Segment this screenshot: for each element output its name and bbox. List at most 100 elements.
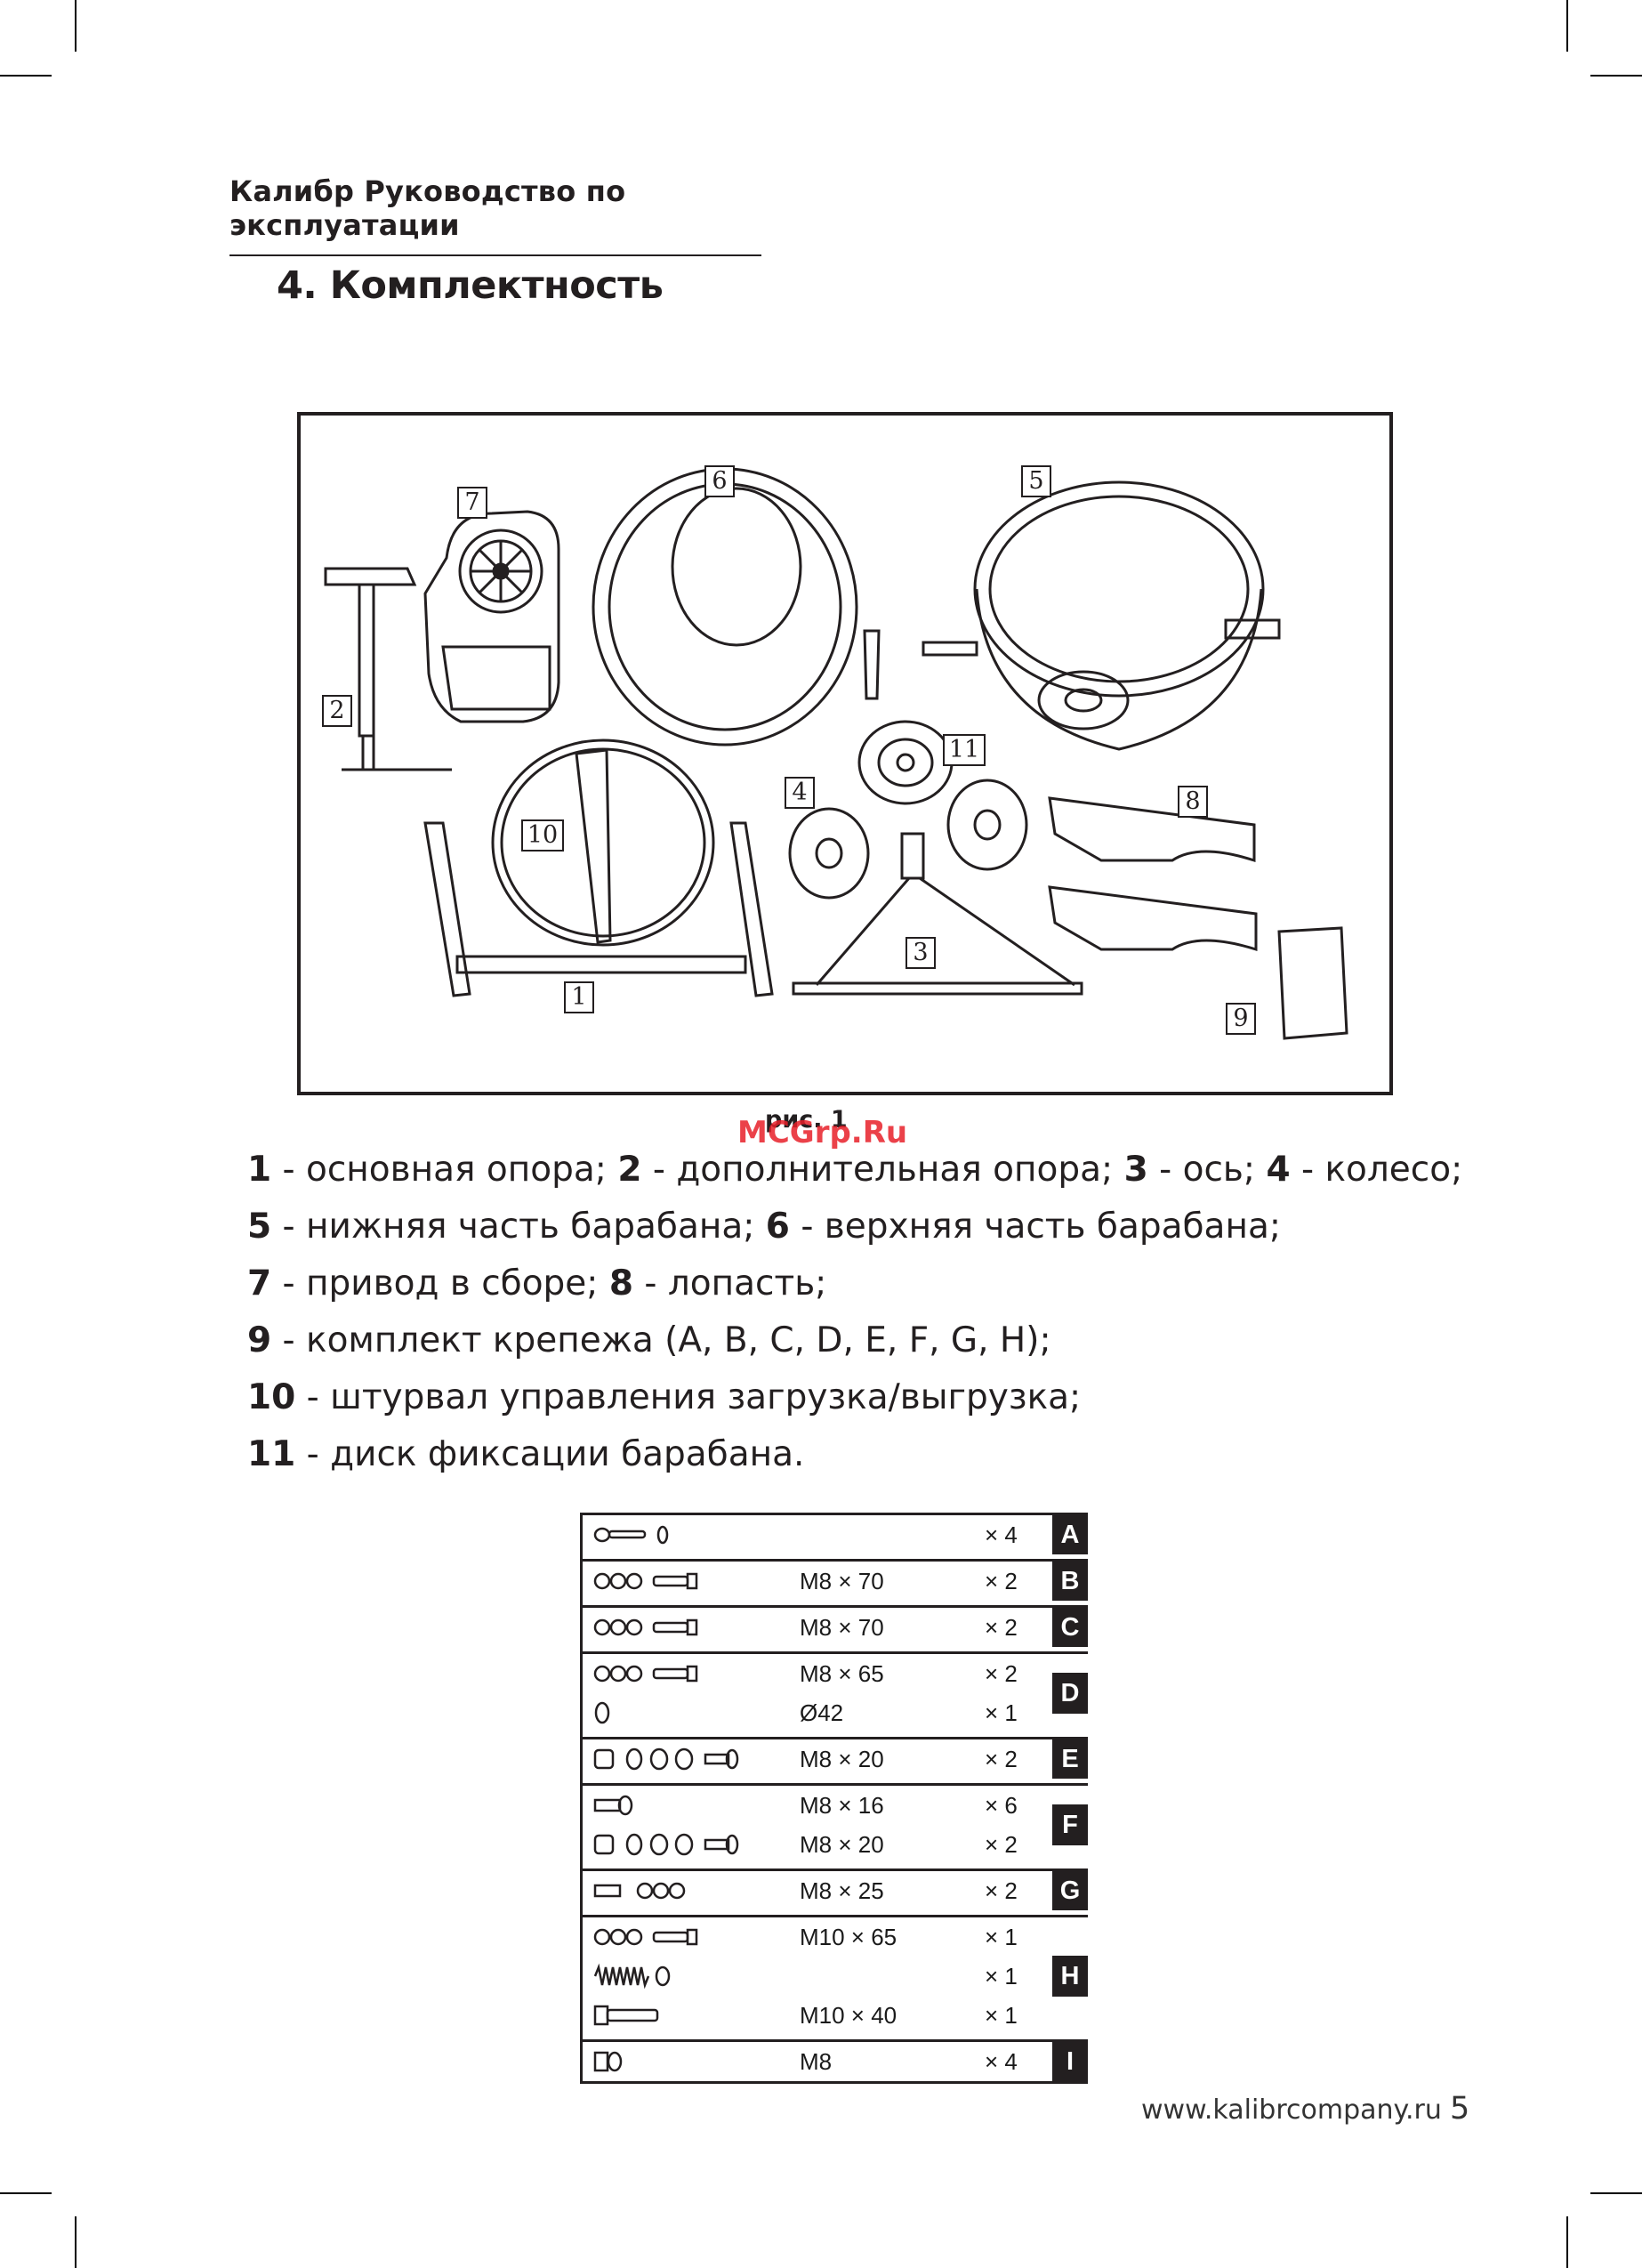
hardware-set-letter: H <box>1052 1956 1088 1997</box>
hardware-row: M8 × 70 × 2 C <box>583 1605 1088 1647</box>
legend-part-number: 7 <box>247 1263 272 1303</box>
legend-part-number: 4 <box>1266 1150 1291 1190</box>
blade-drawing <box>1048 796 1258 952</box>
nut-icon <box>583 2047 800 2076</box>
legend-line: 5 - нижняя часть барабана; 6 - верхняя ч… <box>247 1199 1404 1255</box>
hardware-size: M8 × 65 <box>800 1659 884 1687</box>
hardware-item: M8 × 4 <box>583 2042 1052 2081</box>
callout-11: 11 <box>943 734 986 766</box>
hardware-quantity: × 1 <box>985 2001 1018 2029</box>
legend-line: 10 - штурвал управления загрузка/выгрузк… <box>247 1369 1404 1426</box>
crop-mark <box>1566 2216 1568 2268</box>
crop-mark <box>1590 2192 1642 2194</box>
legend-part-number: 11 <box>247 1434 296 1474</box>
screw-nut-washers-icon <box>583 1745 800 1773</box>
hardware-set-letter: D <box>1052 1673 1088 1714</box>
main-support-drawing <box>423 821 774 997</box>
hardware-size: M8 × 70 <box>800 1567 884 1594</box>
hardware-size: M8 × 70 <box>800 1613 884 1641</box>
hardware-item: M10 × 40× 1 <box>583 1996 1052 2035</box>
hardware-set-letter: I <box>1052 2042 1088 2081</box>
hardware-quantity: × 2 <box>985 1567 1018 1594</box>
callout-8: 8 <box>1178 786 1208 818</box>
hardware-size: M8 × 16 <box>800 1791 884 1819</box>
hardware-size: M8 × 20 <box>800 1745 884 1772</box>
hardware-item: M8 × 70 × 2 <box>583 1608 1052 1647</box>
bolt-nut-washer-icon <box>583 1923 800 1951</box>
crop-mark <box>75 0 76 52</box>
callout-7: 7 <box>457 487 487 519</box>
hardware-row: M8 × 65 × 2 Ø42 × 1 D <box>583 1651 1088 1732</box>
legend-part-number: 10 <box>247 1377 296 1417</box>
page-number: 5 <box>1450 2091 1470 2127</box>
hardware-size: Ø42 <box>800 1699 844 1726</box>
figure-caption: рис. 1 <box>765 1106 848 1134</box>
legend-part-description: - штурвал управления загрузка/выгрузка; <box>295 1377 1082 1417</box>
upper-drum-drawing <box>592 467 858 747</box>
hardware-item: Ø42 × 1 <box>583 1693 1052 1732</box>
hardware-set-letter: G <box>1052 1871 1088 1910</box>
section-title: 4. Комплектность <box>277 263 664 308</box>
crop-mark <box>1566 0 1568 52</box>
hardware-set-letter: C <box>1052 1608 1088 1647</box>
callout-4: 4 <box>785 777 815 809</box>
hardware-quantity: × 4 <box>985 2047 1018 2075</box>
hardware-item: M8 × 25× 2 <box>583 1871 1052 1910</box>
hardware-quantity: × 2 <box>985 1830 1018 1858</box>
legend-part-description: - привод в сборе; <box>271 1263 609 1303</box>
fixing-disc-drawing <box>857 720 954 805</box>
legend-part-description: - лопасть; <box>632 1263 827 1303</box>
handwheel-drawing <box>491 739 715 947</box>
hardware-quantity: × 2 <box>985 1613 1018 1641</box>
wheel-drawing <box>788 779 1028 900</box>
hardware-item: M8 × 70 × 2 <box>583 1562 1052 1601</box>
hex-bolt-icon <box>583 2001 800 2030</box>
legend-part-description: - дополнительная опора; <box>641 1150 1124 1190</box>
hardware-size: M10 × 65 <box>800 1923 897 1950</box>
legend-part-number: 5 <box>247 1207 272 1247</box>
drive-assembly-drawing <box>423 510 560 723</box>
callout-10: 10 <box>521 819 564 852</box>
legend-part-description: - диск фиксации барабана. <box>295 1434 805 1474</box>
hardware-quantity: × 2 <box>985 1745 1018 1772</box>
hardware-item: M8 × 65 × 2 <box>583 1654 1052 1693</box>
parts-illustration <box>324 467 1348 1040</box>
legend-part-description: - основная опора; <box>271 1150 618 1190</box>
legend-part-description: - комплект крепежа (A, B, C, D, E, F, G,… <box>271 1320 1051 1360</box>
hardware-quantity: × 2 <box>985 1659 1018 1687</box>
screw-nut-washers-icon <box>583 1830 800 1859</box>
hardware-size: M8 <box>800 2047 833 2075</box>
hardware-set-letter: F <box>1052 1804 1088 1845</box>
spring-icon <box>583 1962 800 1990</box>
bolt-nut-washer-icon <box>583 1613 800 1642</box>
short-screw-icon <box>583 1791 800 1820</box>
axle-drawing <box>792 832 1083 996</box>
legend-part-description: - нижняя часть барабана; <box>271 1207 766 1247</box>
legend-part-number: 8 <box>608 1263 633 1303</box>
hardware-item: M10 × 65× 1 <box>583 1917 1052 1957</box>
legend-line: 1 - основная опора; 2 - дополнительная о… <box>247 1142 1462 1199</box>
callout-5: 5 <box>1021 465 1051 497</box>
legend-part-number: 3 <box>1123 1150 1148 1190</box>
hardware-quantity: × 1 <box>985 1699 1018 1726</box>
legend-part-description: - колесо; <box>1290 1150 1463 1190</box>
legend-part-number: 1 <box>247 1150 272 1190</box>
bolt-nut-washer-icon <box>583 1567 800 1595</box>
watermark: MCGrp.Ru <box>737 1115 908 1150</box>
hardware-quantity: × 1 <box>985 1962 1018 1990</box>
hardware-item: × 4 <box>583 1515 1052 1554</box>
footer-url: www.kalibrcompany.ru <box>1141 2094 1442 2126</box>
legend-part-description: - ось; <box>1147 1150 1267 1190</box>
crop-mark <box>1590 75 1642 77</box>
pin-washer-icon <box>583 1521 800 1549</box>
parts-legend: 1 - основная опора; 2 - дополнительная о… <box>247 1142 1462 1483</box>
crop-mark <box>75 2216 76 2268</box>
legend-line: 7 - привод в сборе; 8 - лопасть; <box>247 1255 1404 1312</box>
